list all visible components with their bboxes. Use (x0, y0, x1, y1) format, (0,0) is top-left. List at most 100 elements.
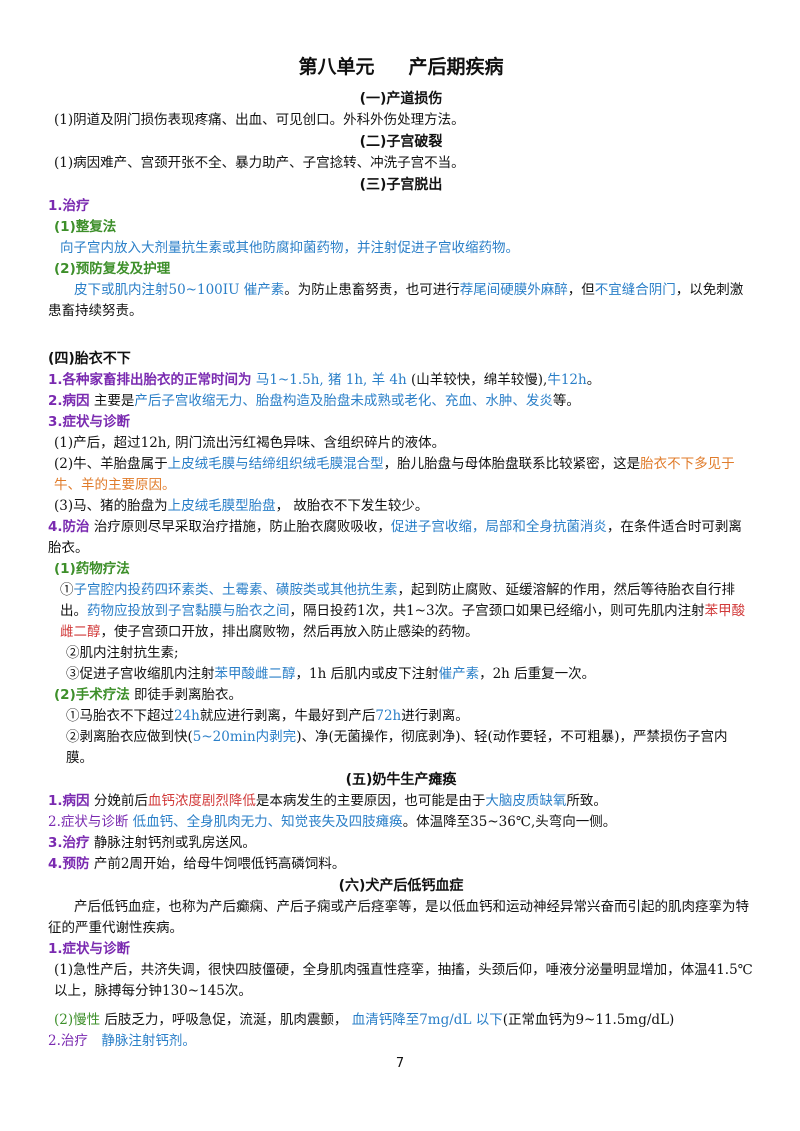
text-span: 皮下或肌内注射50~100IU 催产素 (74, 282, 285, 298)
subheading-drug-therapy: (1)药物疗法 (54, 561, 130, 577)
paragraph: ①马胎衣不下超过24h就应进行剥离，牛最好到产后72h进行剥离。 (48, 706, 754, 727)
list-item: 2.症状与诊断 低血钙、全身肌肉无力、知觉丧失及四肢瘫痪。体温降至35~36℃,… (48, 812, 754, 833)
section-heading-canine-hypocalcemia: (六)犬产后低钙血症 (338, 878, 464, 894)
paragraph: (3)马、猪的胎盘为上皮绒毛膜型胎盘， 故胎衣不下发生较少。 (48, 496, 754, 517)
text-span: 药物应投放到子宫黏膜与胎衣之间 (87, 603, 290, 619)
section-heading-birth-canal-injury: (一)产道损伤 (359, 91, 443, 107)
paragraph: ②剥离胎衣应做到快(5~20min内剥完)、净(无菌操作，彻底剥净)、轻(动作要… (48, 727, 754, 769)
text-span: 马1~1.5h, 猪 1h, 羊 4h (255, 372, 407, 388)
text-span: 5~20min内剥完 (192, 729, 297, 745)
paragraph: 产后低钙血症，也称为产后癫痫、产后子痫或产后痉挛等，是以低血钙和运动神经异常兴奋… (48, 899, 749, 936)
text-span: 催产素 (438, 666, 480, 682)
paragraph: ①子宫腔内投药四环素类、土霉素、磺胺类或其他抗生素，起到防止腐败、延缓溶解的作用… (48, 580, 754, 643)
text-span: 血钙浓度剧烈降低 (147, 793, 256, 809)
paragraph: (1)病因难产、宫颈开张不全、暴力助产、子宫捻转、冲洗子宫不当。 (54, 155, 465, 171)
list-item: 1.病因 分娩前后血钙浓度剧烈降低是本病发生的主要原因，也可能是由于大脑皮质缺氧… (48, 791, 754, 812)
text-span: 。 (586, 372, 601, 388)
text-span: 牛12h (547, 372, 587, 388)
text-span: 4.预防 (48, 856, 90, 872)
section-heading-retained-placenta: (四)胎衣不下 (48, 351, 131, 367)
text-span: 上皮绒毛膜与结缔组织绒毛膜混合型 (167, 456, 384, 472)
paragraph: (2)手术疗法 即徒手剥离胎衣。 (48, 685, 754, 706)
text-span: 大脑皮质缺氧 (485, 793, 567, 809)
text-span: ， 故胎衣不下发生较少。 (275, 498, 429, 514)
text-span: ，胎儿胎盘与母体胎盘联系比较紧密，这是 (383, 456, 641, 472)
text-span: 后肢乏力，呼吸急促，流涎，肌肉震颤， (100, 1012, 352, 1028)
subheading-treatment: 1.治疗 (48, 198, 90, 214)
text-span: 3.治疗 (48, 835, 90, 851)
text-span: 上皮绒毛膜型胎盘 (167, 498, 276, 514)
subheading-prevention: (2)预防复发及护理 (54, 261, 171, 277)
text-span: ，1h 后肌内或皮下注射 (295, 666, 439, 682)
page-title: 第八单元 产后期疾病 (48, 52, 754, 82)
paragraph: ②肌内注射抗生素; (66, 645, 179, 661)
text-span: (正常血钙为9~11.5mg/dL) (502, 1012, 675, 1028)
text-span: ，以免刺激患畜持续努责。 (48, 282, 744, 319)
unit-topic: 产后期疾病 (408, 56, 504, 78)
text-span: ②剥离胎衣应做到快( (66, 729, 193, 745)
list-item: 3.治疗 静脉注射钙剂或乳房送风。 (48, 833, 754, 854)
text-span: (2)慢性 (54, 1012, 101, 1028)
paragraph: 向子宫内放入大剂量抗生素或其他防腐抑菌药物，并注射促进子宫收缩药物。 (60, 240, 519, 256)
text-span: 1.病因 (48, 793, 90, 809)
document-page: 第八单元 产后期疾病 (一)产道损伤 (1)阴道及阴门损伤表现疼痛、出血、可见创口… (48, 52, 754, 1052)
text-span: ，隔日投药1次，共1~3次。子宫颈口如果已经缩小，则可先肌内注射 (289, 603, 705, 619)
list-item: 2.病因 主要是产后子宫收缩无力、胎盘构造及胎盘未成熟或老化、充血、水肿、发炎等… (48, 391, 754, 412)
text-span: ③促进子宫收缩肌内注射 (66, 666, 215, 682)
list-item: 1.各种家畜排出胎衣的正常时间为 马1~1.5h, 猪 1h, 羊 4h (山羊… (48, 370, 754, 391)
text-span: 子宫腔内投药四环素类、土霉素、磺胺类或其他抗生素 (73, 582, 398, 598)
text-span: ，但 (567, 282, 595, 298)
subheading-symptoms: 1.症状与诊断 (48, 941, 131, 957)
text-span: ，使子宫颈口开放，排出腐败物，然后再放入防止感染的药物。 (100, 624, 479, 640)
text-span: 所致。 (566, 793, 607, 809)
text-span: 是本病发生的主要原因，也可能是由于 (255, 793, 486, 809)
text-span: 不宜缝合阴门 (594, 282, 676, 298)
text-span: 胎衣不下多见于牛、羊的主要原因。 (54, 456, 735, 493)
text-span: 2.治疗 (48, 1033, 88, 1049)
text-span: )、净(无菌操作，彻底剥净)、轻(动作要轻，不可粗暴)，严禁损伤子宫内膜。 (66, 729, 728, 766)
text-span: 1.各种家畜排出胎衣的正常时间为 (48, 372, 252, 388)
text-span: 主要是 (89, 393, 135, 409)
text-span: (3)马、猪的胎盘为 (54, 498, 168, 514)
text-span: 进行剥离。 (401, 708, 469, 724)
text-span: 就应进行剥离，牛最好到产后 (199, 708, 376, 724)
section-heading-parturient-paresis: (五)奶牛生产瘫痪 (345, 772, 457, 788)
text-span: 治疗原则尽早采取治疗措施，防止胎衣腐败吸收， (89, 519, 391, 535)
page-number: 7 (395, 1056, 405, 1071)
subheading-surgical-therapy: (2)手术疗法 (54, 687, 130, 703)
section-heading-uterine-prolapse: (三)子宫脱出 (359, 177, 443, 193)
paragraph: ③促进子宫收缩肌内注射苯甲酸雌二醇，1h 后肌内或皮下注射催产素，2h 后重复一… (48, 664, 754, 685)
subheading-reduction: (1)整复法 (54, 219, 117, 235)
unit-label: 第八单元 (298, 56, 375, 78)
text-span: ，2h 后重复一次。 (479, 666, 596, 682)
paragraph: (1)阴道及阴门损伤表现疼痛、出血、可见创口。外科外伤处理方法。 (54, 112, 465, 128)
text-span: ，在条件适合时可剥离胎衣。 (48, 519, 742, 556)
text-span: 。体温降至35~36℃,头弯向一侧。 (402, 814, 617, 830)
list-item: 2.治疗 静脉注射钙剂。 (48, 1031, 754, 1052)
text-span: 荐尾间硬膜外麻醉 (459, 282, 568, 298)
text-span: 苯甲酸雌二醇 (214, 666, 296, 682)
text-span: ①马胎衣不下超过 (66, 708, 174, 724)
text-span: (2)牛、羊胎盘属于 (54, 456, 168, 472)
text-span: 24h (174, 708, 200, 724)
text-span: 等。 (552, 393, 580, 409)
text-span: ，起到防止腐败、延缓溶解的作用，然后等待胎衣自行排出。 (60, 582, 735, 619)
paragraph: (2)牛、羊胎盘属于上皮绒毛膜与结缔组织绒毛膜混合型，胎儿胎盘与母体胎盘联系比较… (48, 454, 754, 496)
text-span: ① (60, 582, 74, 598)
text-span: 即徒手剥离胎衣。 (129, 687, 243, 703)
text-span: 72h (375, 708, 402, 724)
paragraph: (1)产后，超过12h, 阴门流出污红褐色异味、含组织碎片的液体。 (54, 435, 446, 451)
text-span: 。为防止患畜努责，也可进行 (284, 282, 460, 298)
text-span: 静脉注射钙剂或乳房送风。 (89, 835, 256, 851)
text-span: 2.病因 (48, 393, 90, 409)
paragraph: 皮下或肌内注射50~100IU 催产素。为防止患畜努责，也可进行荐尾间硬膜外麻醉… (48, 280, 754, 322)
text-span: 苯甲酸雌二醇 (60, 603, 746, 640)
list-item: 4.预防 产前2周开始，给母牛饲喂低钙高磷饲料。 (48, 854, 754, 875)
paragraph: (1)急性产后，共济失调，很快四肢僵硬，全身肌肉强直性痉挛，抽搐，头颈后仰，唾液… (54, 962, 753, 999)
text-span: 低血钙、全身肌肉无力、知觉丧失及四肢瘫痪 (128, 814, 403, 830)
text-span: 产前2周开始，给母牛饲喂低钙高磷饲料。 (89, 856, 346, 872)
text-span: 促进子宫收缩，局部和全身抗菌消炎 (390, 519, 607, 535)
subheading-symptoms: 3.症状与诊断 (48, 414, 131, 430)
section-heading-uterine-rupture: (二)子宫破裂 (359, 134, 443, 150)
text-span: 产后子宫收缩无力、胎盘构造及胎盘未成熟或老化、充血、水肿、发炎 (134, 393, 553, 409)
